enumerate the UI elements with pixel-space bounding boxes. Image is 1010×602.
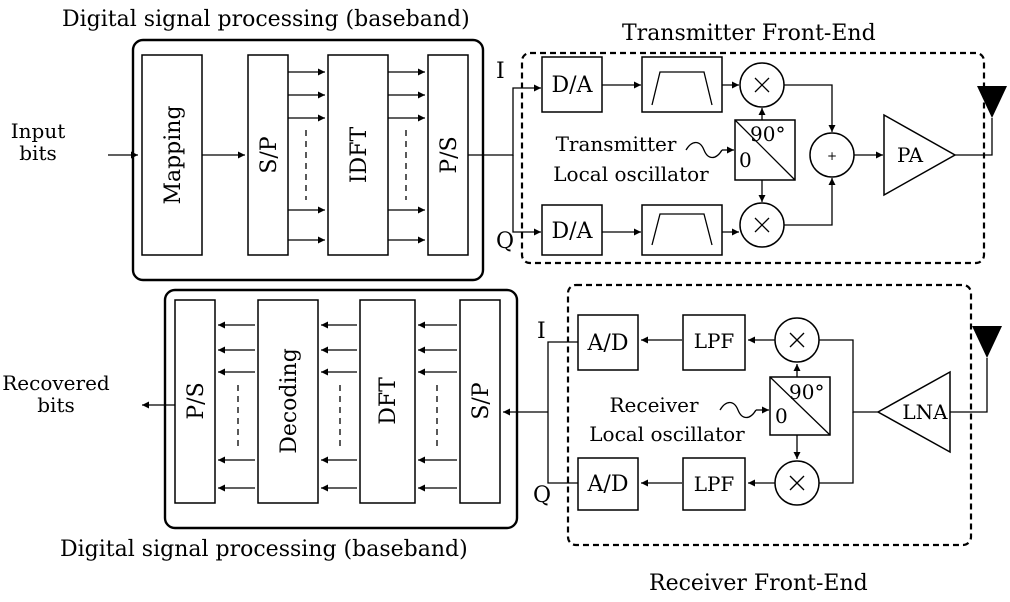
- bandpass-i-icon: [651, 71, 713, 106]
- tx-filter-q-block: [641, 204, 723, 256]
- tx-da-q-block: [541, 204, 603, 256]
- tx-filter-i-block: [641, 56, 723, 113]
- rx-iq-combine-line: [547, 341, 578, 484]
- recovered-bits-label-line1: Recovered: [2, 371, 110, 395]
- tx-lo-label-line2: Local oscillator: [553, 162, 709, 186]
- rx-frontend-title: Receiver Front-End: [649, 571, 868, 596]
- rx-lo-label-line1: Receiver: [609, 393, 698, 417]
- tx-q-label: Q: [496, 229, 514, 254]
- dft-label: DFT: [376, 377, 401, 425]
- mixer-i-to-sum-line: [784, 84, 836, 132]
- decoding-label: Decoding: [277, 348, 302, 454]
- tx-i-label: I: [496, 59, 505, 84]
- decoding-to-ps-arrows: [218, 321, 255, 492]
- mapping-label: Mapping: [161, 105, 186, 204]
- tx-phase-90-label: 90°: [750, 122, 785, 146]
- idft-label: IDFT: [347, 127, 372, 184]
- tx-da-q-label: D/A: [552, 219, 594, 244]
- lna-to-mixer-q-line: [819, 412, 854, 484]
- input-bits-label-line2: bits: [19, 141, 57, 165]
- tx-ps-label: P/S: [437, 136, 462, 173]
- tx-antenna-icon: [977, 86, 1007, 118]
- pa-label: PA: [897, 143, 924, 167]
- idft-block: [327, 54, 389, 256]
- tx-sp-block: [247, 54, 289, 256]
- pa-to-antenna-line: [955, 118, 993, 156]
- rx-ad-q-label: A/D: [587, 472, 629, 497]
- rx-oscillator-icon: [719, 401, 757, 419]
- lna-label: LNA: [902, 400, 948, 424]
- rx-frontend-frame: [566, 283, 973, 547]
- rx-ad-i-block: [577, 314, 639, 371]
- rx-q-label: Q: [533, 483, 551, 508]
- mapping-block: [141, 54, 203, 256]
- sp-to-dft-arrows: [418, 321, 457, 492]
- tx-sp-label: S/P: [257, 136, 282, 173]
- receiver-section: Digital signal processing (baseband) Rec…: [2, 283, 1002, 596]
- dft-block: [359, 299, 416, 504]
- tx-ps-block: [427, 54, 469, 256]
- rx-phase-90-label: 90°: [789, 380, 824, 404]
- i-branch-line: [468, 84, 541, 156]
- rx-ad-i-label: A/D: [587, 331, 629, 356]
- pa-amplifier: [883, 113, 957, 197]
- tx-lo-label-line1: Transmitter: [556, 132, 677, 156]
- rx-lo-label-line2: Local oscillator: [589, 422, 745, 446]
- tx-frontend-title: Transmitter Front-End: [622, 21, 876, 46]
- tx-oscillator-icon: [685, 141, 723, 159]
- input-bits-label-line1: Input: [11, 119, 66, 143]
- idft-to-ps-arrows: [388, 68, 425, 244]
- tx-da-i-block: [541, 56, 603, 113]
- q-branch-line: [512, 155, 541, 236]
- rx-ad-q-block: [577, 457, 639, 511]
- tx-frontend-frame: [520, 51, 986, 265]
- transmitter-section: Digital signal processing (baseband) Tra…: [11, 7, 1007, 282]
- lna-to-mixer-i-line: [819, 339, 878, 413]
- rx-antenna-icon: [972, 326, 1002, 358]
- rx-i-label: I: [537, 319, 546, 344]
- dft-to-decoding-arrows: [321, 321, 357, 492]
- rx-lpf-i-block: [682, 314, 746, 371]
- tx-da-i-label: D/A: [552, 73, 594, 98]
- rx-lpf-q-block: [682, 457, 746, 511]
- tx-dsp-title: Digital signal processing (baseband): [62, 7, 470, 32]
- antenna-to-lna-line: [950, 358, 988, 413]
- rx-sp-block: [459, 299, 501, 504]
- bandpass-q-icon: [651, 213, 713, 246]
- rx-ps-block: [174, 299, 216, 504]
- rx-lpf-q-label: LPF: [694, 472, 735, 496]
- rx-sp-label: S/P: [469, 382, 494, 419]
- tx-phase-0-label: 0: [739, 148, 752, 172]
- mixer-q-to-sum-line: [784, 178, 836, 226]
- rx-phase-0-label: 0: [775, 404, 788, 428]
- sp-to-idft-arrows: [288, 68, 325, 244]
- tx-summer-plus: +: [827, 149, 837, 163]
- rx-ps-label: P/S: [184, 382, 209, 419]
- recovered-bits-label-line2: bits: [37, 393, 75, 417]
- rx-dsp-title: Digital signal processing (baseband): [60, 537, 468, 562]
- tx-dsp-frame: [131, 38, 485, 282]
- decoding-block: [257, 299, 319, 504]
- rx-dsp-frame: [163, 288, 519, 530]
- rx-lpf-i-label: LPF: [694, 329, 735, 353]
